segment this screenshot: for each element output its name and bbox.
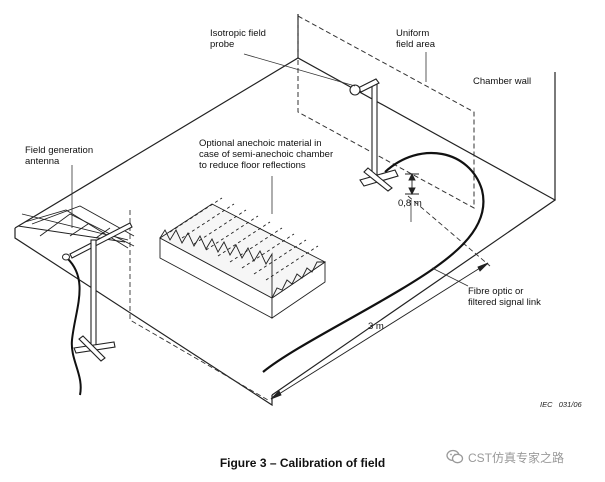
floor-outline [14,57,557,396]
chamber-structure [14,14,557,407]
wechat-icon [446,449,464,464]
label-probe: Isotropic field probe [210,28,266,50]
arrow-down-icon [408,187,416,196]
watermark-text: CST仿真专家之路 [468,450,565,465]
arrow-head-icon [270,390,282,400]
label-antenna: Field generation antenna [25,145,94,167]
probe-stand [357,78,399,192]
iec-reference: IEC 031/06 [540,400,582,409]
uniform-field-plane [297,15,475,209]
floor-front-edge [14,228,273,407]
arrow-up-icon [408,172,416,181]
leader-lines [71,52,469,287]
watermark: CST仿真专家之路 [446,446,596,468]
label-chamber-wall: Chamber wall [473,76,532,87]
field-generation-antenna [17,205,135,249]
height-marker [405,172,419,196]
antenna-cable [66,257,82,396]
label-fibre-link: Fibre optic or filtered signal link [468,286,541,308]
arrow-head-icon [477,262,489,272]
signal-cable [262,151,485,373]
antenna-connector [62,253,70,261]
label-height: 0,8 m [398,198,422,209]
distance-dimension-line [270,262,489,400]
isotropic-probe [349,84,361,96]
label-distance: 3 m [368,321,384,332]
distance-guides [129,195,491,401]
figure-caption: Figure 3 – Calibration of field [219,456,386,470]
antenna-stand [69,222,133,362]
label-anechoic: Optional anechoic material in case of se… [199,138,334,171]
anechoic-material [159,197,326,319]
label-uniform-field: Uniform field area [396,28,436,50]
